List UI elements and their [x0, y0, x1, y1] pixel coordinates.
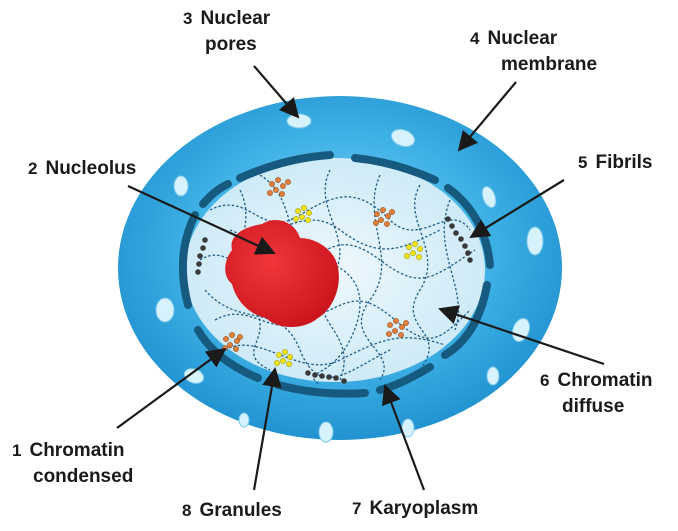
label-text: Chromatin [29, 440, 124, 461]
label-text: Fibrils [595, 152, 652, 173]
label-text: Karyoplasm [369, 498, 478, 519]
label-number: 4 [470, 29, 479, 48]
label-text-line2: membrane [470, 54, 597, 76]
label-number: 5 [578, 153, 587, 172]
label-text-line2: diffuse [540, 396, 652, 418]
label-text: Nuclear [487, 28, 557, 49]
label-number: 2 [28, 159, 37, 178]
label-karyoplasm: 7 Karyoplasm [352, 498, 478, 520]
label-nuclear-pores: 3 Nuclear pores [183, 8, 270, 56]
label-nuclear-membrane: 4 Nuclear membrane [470, 28, 597, 76]
label-nucleolus: 2 Nucleolus [28, 158, 136, 180]
label-text: Granules [199, 500, 281, 521]
label-chromatin-diffuse: 6 Chromatin diffuse [540, 370, 652, 418]
label-number: 7 [352, 499, 361, 518]
label-text-line2: pores [183, 34, 270, 56]
label-granules: 8 Granules [182, 500, 282, 522]
label-number: 1 [12, 441, 21, 460]
label-chromatin-condensed: 1 Chromatin condensed [12, 440, 133, 488]
label-text: Nuclear [200, 8, 270, 29]
label-number: 3 [183, 9, 192, 28]
label-number: 6 [540, 371, 549, 390]
label-text: Nucleolus [45, 158, 136, 179]
label-text: Chromatin [557, 370, 652, 391]
label-text-line2: condensed [12, 466, 133, 488]
label-number: 8 [182, 501, 191, 520]
label-fibrils: 5 Fibrils [578, 152, 652, 174]
